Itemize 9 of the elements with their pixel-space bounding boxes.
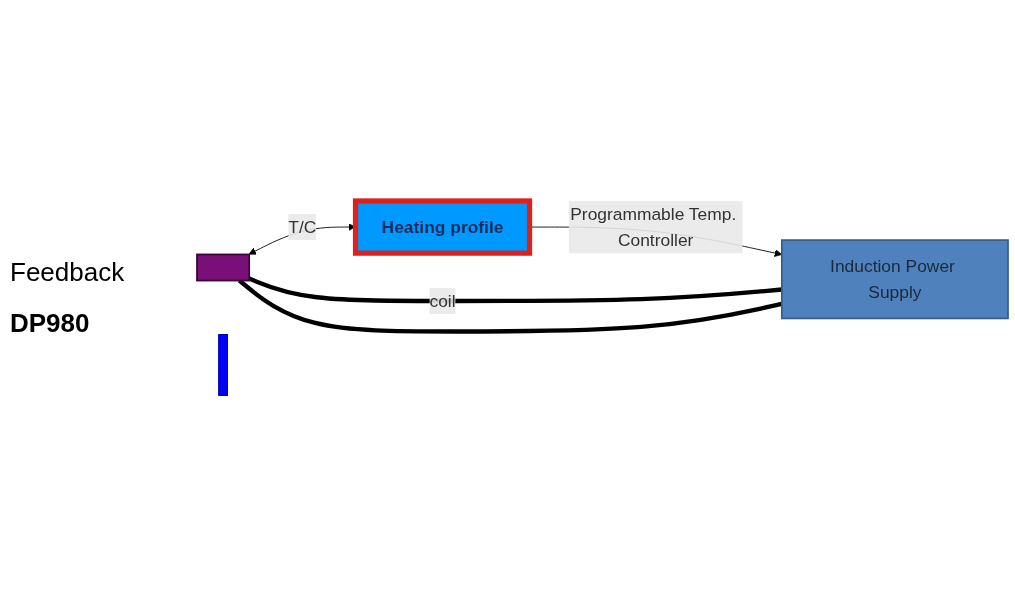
connector: [248, 276, 782, 303]
node-box: [196, 253, 251, 282]
edge-label: coil: [429, 291, 456, 311]
edge-label: T/C: [288, 217, 317, 237]
node-box: Induction Power Supply: [780, 239, 1009, 320]
edge-label: Programmable Temp. Controller: [570, 204, 737, 250]
note-text: Feedback: [10, 257, 126, 288]
node-box: Heating profile: [352, 198, 533, 256]
note-text: DP980: [10, 308, 91, 339]
